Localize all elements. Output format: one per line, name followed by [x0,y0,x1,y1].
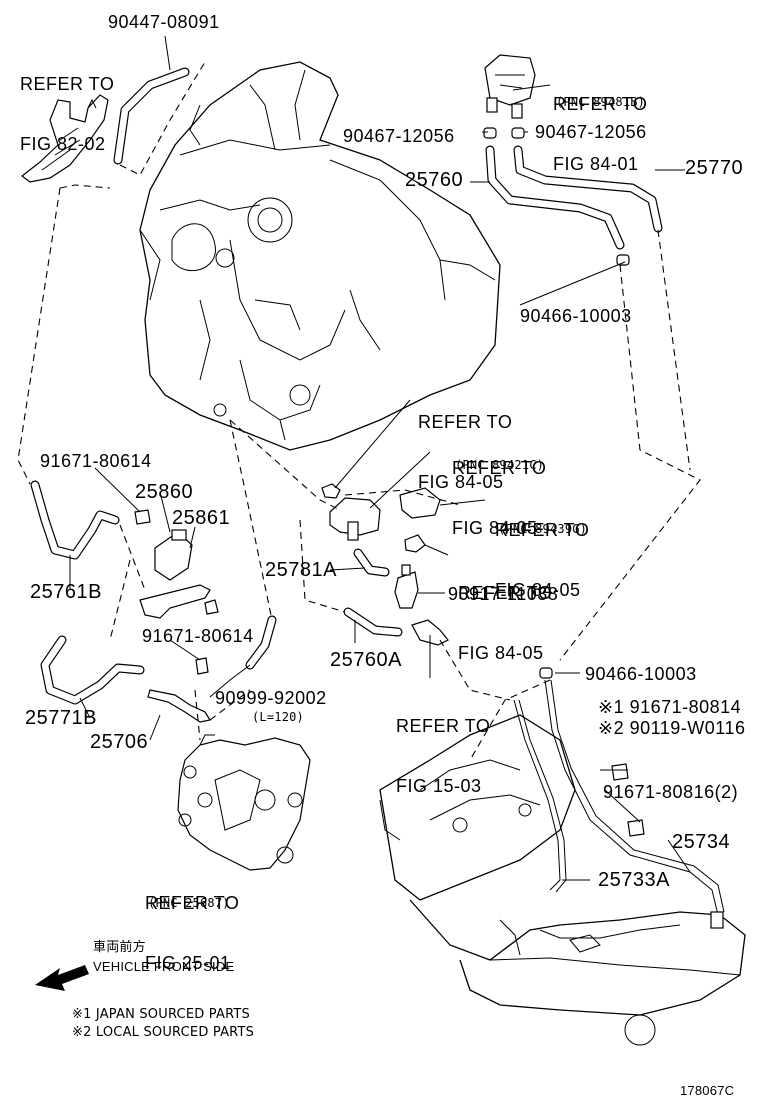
part-25771b[interactable]: 25771B [25,707,97,729]
part-25861[interactable]: 25861 [172,507,231,529]
pipe-25706 [147,689,211,723]
bracket-25861 [139,584,211,619]
ref-fig-84-01[interactable]: REFER TO FIG 84-01 [553,54,647,194]
ref-fig-84-05-d[interactable]: REFER TO FIG 84-05 [458,543,552,683]
ref-line-1: REFER TO [495,520,590,540]
part-90999-92002[interactable]: 90999-92002 [215,688,327,708]
part-91671-80614-a[interactable]: 91671-80614 [40,451,152,471]
ref-line-1: REFER TO [452,458,547,478]
leader-lines [69,35,691,881]
vehicle-front-arrow-icon [35,965,89,991]
ref-line-2: FIG 84-05 [418,472,504,492]
part-25706[interactable]: 25706 [90,731,149,753]
ref-line-1: REFER TO [553,94,648,114]
part-90466-10003-top[interactable]: 90466-10003 [520,306,632,326]
ref-fig-84-05-c[interactable]: REFER TO FIG 84-05 [495,480,589,620]
part-91671-80816[interactable]: 91671-80816(2) [603,782,739,802]
ref-fig-25-01[interactable]: REFER TO FIG 25-01 [145,853,239,993]
part-25760a[interactable]: 25760A [330,649,402,671]
part-25734[interactable]: 25734 [672,831,731,853]
clamp-90466-mid [539,667,553,679]
part-91671-80614-b[interactable]: 91671-80614 [142,626,254,646]
pipe-25734 [544,679,725,916]
sensor-89421c [329,497,381,541]
ref-line-2: FIG 84-05 [452,518,538,538]
ref-line-2: FIG 15-03 [396,776,482,796]
ref-fig-82-02[interactable]: REFER TO FIG 82-02 [20,34,114,174]
sensor-89439g [399,487,441,519]
pnc-89421c: (PNC 89421C) [455,458,545,472]
vsv-25860 [154,529,193,581]
engine-block [139,61,501,451]
bolt-91671-b [195,657,209,675]
bracket-82-02 [21,94,109,183]
part-90447-08091[interactable]: 90447-08091 [108,12,220,32]
hose-25760 [485,145,625,250]
bracket-15-03 [411,619,449,646]
pnc-89481b: (PNC 89481B) [556,95,646,109]
figure-code: 178067C [680,1083,735,1098]
note-local-sourced: ※2 LOCAL SOURCED PARTS [72,1025,255,1040]
pnc-89439g: (PNC 89439G) [498,522,588,536]
ref-line-2: FIG 25-01 [145,953,231,973]
part-90467-12056-left[interactable]: 90467-12056 [343,126,455,146]
ref-line-1: REFER TO [145,893,240,913]
bolt-91671-b-top [204,599,219,615]
hose-25761b [30,480,120,560]
ref-line-1: REFER TO [396,716,491,736]
part-25760[interactable]: 25760 [405,169,464,191]
length-l-120: (L=120) [252,710,304,724]
hose-90447-08091 [113,67,190,165]
hose-90999-92002 [245,615,277,670]
ref-line-1: REFER TO [20,74,115,94]
part-90917-11038[interactable]: 90917-11038 [448,584,559,604]
vehicle-front-label-jp: 車両前方 [93,940,146,955]
part-90467-12056-right[interactable]: 90467-12056 [535,122,647,142]
part-25781a[interactable]: 25781A [265,559,337,581]
fitting-25734-end [710,911,724,929]
clamp-90467-right [511,127,525,139]
part-25761b[interactable]: 25761B [30,581,102,603]
ref-line-2: FIG 84-05 [458,643,544,663]
ref-fig-84-05-b[interactable]: REFER TO FIG 84-05 [452,418,546,558]
hose-25770 [513,145,663,233]
clamp-90467-left [483,127,497,139]
bolt-91671-80814 [611,763,629,781]
hose-25771b [40,635,145,705]
clamp-90466-top [616,254,630,266]
bolt-91671-80816 [627,819,645,837]
bracket-25-01 [177,734,311,871]
dashed-lines [17,61,701,761]
part-25770[interactable]: 25770 [685,157,744,179]
valve-90917-11038 [394,564,419,609]
pnc-25687: (PNC 25687) [148,896,230,910]
ref-line-1: REFER TO [458,583,553,603]
bolt-91671-a [134,509,151,525]
part-90466-10003-mid[interactable]: 90466-10003 [585,664,697,684]
vsv-84-01 [484,54,536,119]
vehicle-front-label: VEHICLE FRONT SIDE [93,959,235,974]
sensor-84-05-bolt [321,483,341,499]
ref-line-2: FIG 82-02 [20,134,106,154]
hose-25760a [343,607,403,637]
ref-fig-84-05-a[interactable]: REFER TO FIG 84-05 [418,372,512,512]
part-25733a[interactable]: 25733A [598,869,670,891]
ref-line-1: REFER TO [418,412,513,432]
part-25860[interactable]: 25860 [135,481,194,503]
ref-line-2: FIG 84-01 [553,154,639,174]
part-91671-80814[interactable]: ※1 91671-80814 [598,697,742,717]
hose-25781a [353,548,390,577]
pipe-25733a [513,699,567,893]
note-japan-sourced: ※1 JAPAN SOURCED PARTS [72,1007,250,1022]
ref-fig-15-03[interactable]: REFER TO FIG 15-03 [396,676,490,816]
part-90119-w0116[interactable]: ※2 90119-W0116 [598,718,746,738]
sensor-84-05-d [404,534,426,553]
ref-line-2: FIG 84-05 [495,580,581,600]
catalytic-converter [379,714,746,1046]
